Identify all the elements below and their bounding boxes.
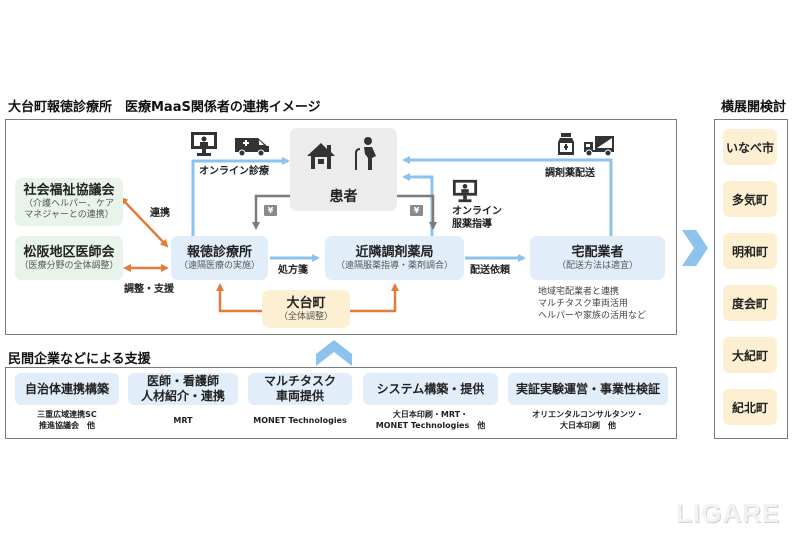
pharmacy-node: 近隣調剤薬局 （遠隔服薬指導・薬剤調合） xyxy=(325,236,464,280)
online-guidance-label-2: 服薬指導 xyxy=(452,219,492,230)
monitor-doctor-icon xyxy=(452,179,478,203)
social-welfare-node: 社会福祉協議会 （介護ヘルパー、ケア マネジャーとの連携） xyxy=(15,178,123,226)
support-company-line1: MRT xyxy=(173,416,193,425)
delivery-note: マルチタスク車両活用 xyxy=(538,299,629,309)
medical-association-node: 松阪地区医師会 （医療分野の全体調整） xyxy=(15,236,123,280)
patient-node: 患者 xyxy=(290,128,397,211)
truck-icon xyxy=(584,136,614,157)
support-title: 民間企業などによる支援 xyxy=(8,352,151,367)
support-company-line1: オリエンタルコンサルタンツ・ xyxy=(532,410,644,419)
support-box: 医師・看護師 人材紹介・連携 xyxy=(128,373,238,405)
house-icon xyxy=(307,143,335,169)
clinic-node: 報徳診療所 （遠隔医療の実施） xyxy=(171,236,268,280)
support-company: MONET Technologies xyxy=(248,415,352,426)
online-guidance-label-1: オンライン xyxy=(452,206,502,217)
medicine-bottle-icon xyxy=(558,133,574,155)
medical-association-label: 松阪地区医師会 xyxy=(23,244,115,260)
support-line1: 医師・看護師 xyxy=(146,374,219,388)
arrow-drug-delivery xyxy=(402,156,613,236)
main-title: 大台町報徳診療所 医療MaaS関係者の連携イメージ xyxy=(8,100,321,115)
yen-icon: ¥ xyxy=(264,205,277,216)
ambulance-icon xyxy=(235,138,269,157)
support-line1: 実証実験運営・事業性検証 xyxy=(515,381,660,396)
support-company-line1: 三重広域連携SC xyxy=(37,410,97,419)
support-box: 実証実験運営・事業性検証 xyxy=(508,373,668,405)
chevron-up-icon xyxy=(316,340,352,366)
cooperation-label: 連携 xyxy=(150,208,170,219)
support-line1: システム構築・提供 xyxy=(376,381,485,396)
expansion-town: 度会町 xyxy=(723,285,777,321)
expansion-town: 紀北町 xyxy=(723,389,777,425)
arrow-town-clinic xyxy=(216,283,262,313)
support-company: MRT xyxy=(128,415,238,426)
support-company-line2: MONET Technologies 他 xyxy=(375,421,486,430)
medical-association-sub: （医療分野の全体調整） xyxy=(19,260,119,271)
support-company-line1: MONET Technologies xyxy=(253,416,347,425)
arrow-payment-clinic xyxy=(252,194,290,230)
town-node: 大台町 （全体調整） xyxy=(262,290,350,328)
ligare-watermark: LIGARE xyxy=(676,498,781,528)
delivery-request-label: 配送依頼 xyxy=(470,265,510,276)
arrow-town-pharmacy xyxy=(350,283,399,313)
support-line2: 車両提供 xyxy=(275,389,324,403)
support-company: 三重広域連携SC 推進協議会 他 xyxy=(15,409,119,431)
town-label: 大台町 xyxy=(286,295,326,311)
arrow-cooperation xyxy=(119,196,169,248)
social-welfare-sub1: （介護ヘルパー、ケア xyxy=(24,199,114,209)
support-line1: マルチタスク xyxy=(263,374,336,388)
clinic-sub: （遠隔医療の実施） xyxy=(178,260,260,271)
town-sub: （全体調整） xyxy=(278,311,333,322)
drug-delivery-label: 調剤薬配送 xyxy=(545,168,595,179)
support-box: 自治体連携構築 xyxy=(15,373,119,405)
patient-label: 患者 xyxy=(329,189,358,205)
prescription-label: 処方箋 xyxy=(278,265,308,276)
delivery-note: ヘルパーや家族の活用など xyxy=(538,311,647,321)
expansion-town: 明和町 xyxy=(723,233,777,269)
monitor-doctor-icon xyxy=(191,132,217,156)
social-welfare-sub2: マネジャーとの連携） xyxy=(24,210,114,220)
arrow-payment-pharmacy xyxy=(397,194,437,230)
yen-icon: ¥ xyxy=(410,205,423,216)
support-box: マルチタスク 車両提供 xyxy=(248,373,352,405)
pharmacy-sub: （遠隔服薬指導・薬剤調合） xyxy=(335,260,453,271)
support-company-line2: 大日本印刷 他 xyxy=(560,421,616,430)
adjust-support-label: 調整・支援 xyxy=(124,284,174,295)
chevron-right-icon xyxy=(682,230,708,266)
support-company-line1: 大日本印刷・MRT・ xyxy=(392,410,469,419)
support-company: 大日本印刷・MRT・ MONET Technologies 他 xyxy=(363,409,498,431)
delivery-node: 宅配業者 （配送方法は適宜） xyxy=(530,236,665,280)
expansion-frame xyxy=(714,119,788,439)
online-medical-label: オンライン診療 xyxy=(199,166,269,177)
expansion-town: いなべ市 xyxy=(723,129,777,165)
support-line1: 自治体連携構築 xyxy=(24,381,109,396)
expansion-title: 横展開検討 xyxy=(721,100,787,115)
support-box: システム構築・提供 xyxy=(363,373,498,405)
elderly-person-icon xyxy=(355,137,376,170)
delivery-note: 地域宅配業者と連携 xyxy=(538,287,620,297)
expansion-town: 大紀町 xyxy=(723,337,777,373)
social-welfare-label: 社会福祉協議会 xyxy=(23,183,115,198)
expansion-town: 多気町 xyxy=(723,181,777,217)
support-company-line2: 推進協議会 他 xyxy=(39,421,95,430)
support-line2: 人材紹介・連携 xyxy=(140,389,225,403)
delivery-label: 宅配業者 xyxy=(571,244,624,260)
clinic-label: 報徳診療所 xyxy=(186,244,252,260)
support-company: オリエンタルコンサルタンツ・ 大日本印刷 他 xyxy=(508,409,668,431)
pharmacy-label: 近隣調剤薬局 xyxy=(355,244,434,260)
arrow-online-medical xyxy=(191,157,290,236)
delivery-sub: （配送方法は適宜） xyxy=(556,260,638,271)
